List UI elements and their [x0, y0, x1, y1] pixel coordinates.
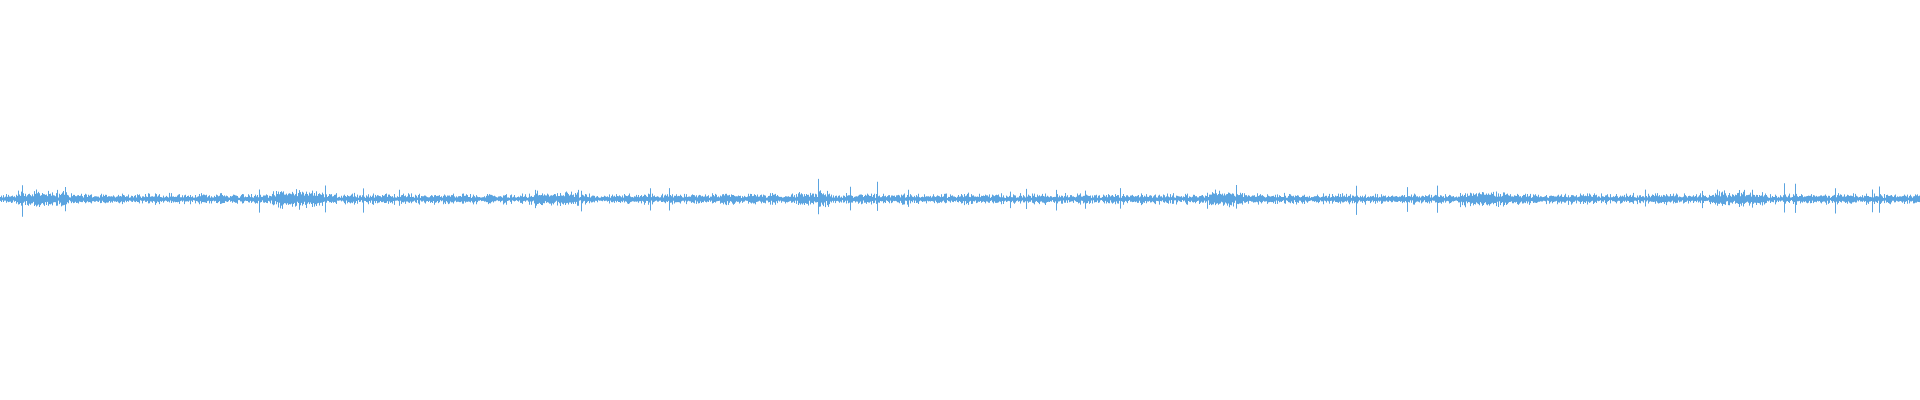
- waveform-path: [0, 178, 1920, 217]
- waveform-samples: [0, 178, 1920, 217]
